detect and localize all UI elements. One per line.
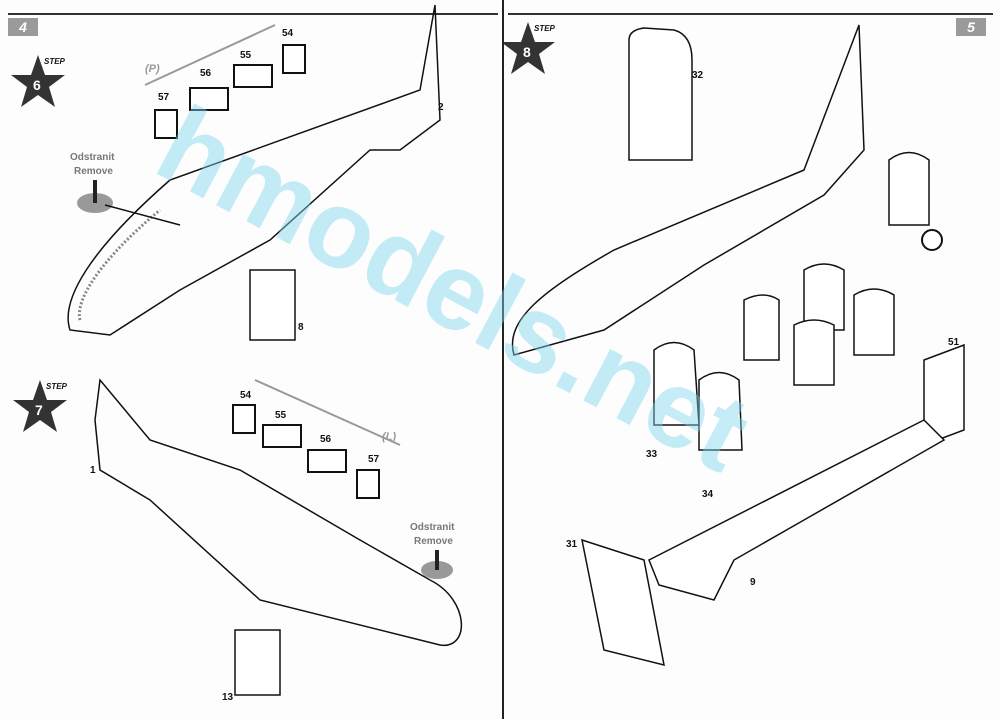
- rear-bulkhead-part-51: [923, 343, 965, 447]
- cabin-floor-part-9: [648, 419, 946, 601]
- label-pages-0-steps-1-remove-0: Odstranit: [410, 522, 455, 533]
- label-pages-1-steps-0-label: STEP: [534, 24, 556, 33]
- label-pages-0-steps-0-parts-4: 2: [438, 102, 444, 113]
- step-7-star-icon: STEP 7: [13, 380, 68, 432]
- label-pages-1-steps-0-parts-1: 51: [948, 337, 960, 348]
- label-pages-0-steps-1-number: 7: [35, 402, 43, 418]
- label-pages-1-steps-0-parts-4: 31: [566, 539, 578, 550]
- label-pages-1-steps-0-number: 8: [523, 44, 531, 60]
- fuselage-half-right: [94, 378, 462, 646]
- label-pages-0-steps-0-remove-1: Remove: [74, 166, 113, 177]
- fuselage-half-left: [67, 4, 441, 336]
- label-pages-0-steps-0-parts-3: 57: [158, 92, 170, 103]
- page-number: 5: [956, 18, 986, 36]
- label-pages-0-steps-0-remove-0: Odstranit: [70, 152, 115, 163]
- label-pages-0-steps-1-parts-2: 56: [320, 434, 332, 445]
- part-13: [234, 629, 281, 696]
- direction-label: (P): [145, 63, 160, 75]
- step-6-7-diagram: STEP 6 (P) 57 56 55 54 2 8 Odstranit Rem…: [11, 4, 462, 703]
- part-8: [249, 269, 296, 341]
- page-number: 4: [8, 18, 38, 36]
- tail-wheel-part: [888, 151, 930, 226]
- label-pages-0-steps-1-parts-1: 55: [275, 410, 287, 421]
- step-6-star-icon: STEP 6: [11, 55, 66, 107]
- label-pages-0-steps-0-parts-2: 56: [200, 68, 212, 79]
- label-pages-1-steps-0-parts-3: 34: [702, 489, 714, 500]
- direction-arrow: [144, 24, 276, 86]
- top-rule: [508, 13, 993, 15]
- label-pages-0-steps-0-parts-1: 55: [240, 50, 252, 61]
- label-pages-0-steps-1-parts-3: 57: [368, 454, 380, 465]
- bulkhead-part-32: [628, 27, 693, 161]
- label-pages-1-steps-0-parts-5: 9: [750, 577, 756, 588]
- label-pages-0-steps-1-remove-1: Remove: [414, 536, 453, 547]
- label-pages-1-steps-0-parts-0: 32: [692, 70, 704, 81]
- bulkhead-part-31: [581, 538, 665, 667]
- label-pages-0-steps-0-parts-0: 54: [282, 28, 294, 39]
- window-parts: [154, 44, 306, 139]
- top-rule: [8, 13, 498, 15]
- direction-label: (L): [382, 431, 396, 443]
- window-parts: [232, 404, 380, 499]
- label-pages-0-steps-0-parts-5: 8: [298, 322, 304, 333]
- step-8-diagram: STEP 8 32 51 33 34 9 31: [504, 22, 965, 667]
- step-8-star-icon: STEP 8: [504, 22, 556, 74]
- label-pages-1-steps-0-parts-2: 33: [646, 449, 658, 460]
- seats: [653, 263, 895, 451]
- label-pages-0-steps-0-number: 6: [33, 77, 41, 93]
- label-pages-0-steps-1-parts-0: 54: [240, 390, 252, 401]
- fuselage-assembly: [511, 24, 865, 356]
- label-pages-0-steps-1-parts-5: 13: [222, 692, 234, 703]
- label-pages-0-steps-1-label: STEP: [46, 382, 68, 391]
- label-pages-0-steps-0-label: STEP: [44, 57, 66, 66]
- instruction-page-4: 4 STEP 6 (P) 57 56 55 54 2 8 Odstranit R…: [8, 0, 504, 719]
- instruction-page-5: 5 STEP 8 32 51 33 34 9 31: [504, 0, 1000, 719]
- label-pages-0-steps-1-parts-4: 1: [90, 465, 96, 476]
